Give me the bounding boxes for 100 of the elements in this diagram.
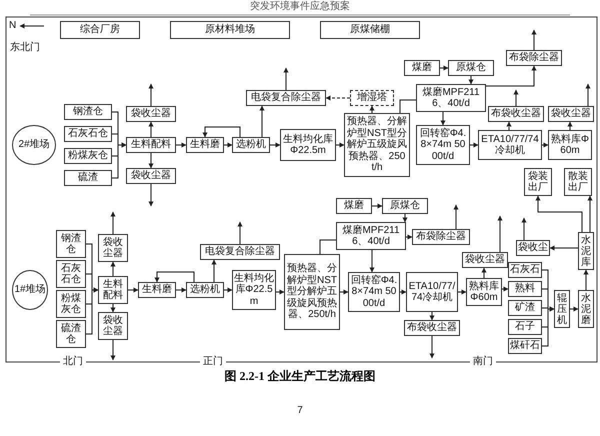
flow-arrow	[202, 126, 240, 138]
flow-line	[400, 100, 416, 114]
flow-arrow	[148, 84, 154, 106]
flow-arrow	[284, 68, 288, 90]
stockpile-ellipse	[12, 125, 56, 165]
flow-arrow	[588, 196, 592, 232]
box-label: 2#堆场	[18, 139, 50, 151]
box-label: 水泥库	[581, 234, 591, 268]
process-box	[578, 290, 594, 328]
box-label: 石灰石仓	[68, 128, 108, 140]
process-box	[488, 106, 544, 122]
box-label: 散装出厂	[567, 170, 589, 194]
process-box	[412, 229, 470, 245]
flow-arrow	[276, 290, 284, 294]
page-number: 7	[296, 405, 304, 417]
flow-arrow	[584, 270, 588, 290]
gate-label: 北门	[60, 356, 86, 368]
box-label: 生料配料	[102, 278, 124, 302]
flow-arrow	[402, 214, 408, 222]
process-box	[554, 290, 570, 328]
gate-label: 正门	[200, 356, 226, 368]
process-box	[506, 50, 562, 66]
process-box	[56, 320, 86, 348]
flow-arrow	[542, 142, 548, 148]
flow-arrow	[110, 262, 116, 276]
box-label: 选粉机	[190, 284, 220, 296]
flow-arrow	[502, 286, 508, 292]
flow-arrow	[224, 142, 232, 148]
box-label: 电袋复合除尘器	[205, 246, 275, 258]
flow-arrow	[148, 152, 154, 168]
box-label: 水泥磨	[581, 292, 591, 326]
north-label: N	[9, 20, 16, 32]
process-box	[186, 137, 224, 153]
process-box	[98, 234, 128, 262]
box-label: 生料配料	[131, 139, 171, 151]
box-label: 预热器、分解炉型NST型分解炉五级旋风预热器、250t/h	[286, 263, 338, 321]
process-box	[98, 276, 128, 304]
process-box	[462, 252, 508, 268]
process-box	[232, 137, 270, 153]
flow-arrow	[110, 340, 116, 360]
process-box	[578, 232, 594, 270]
box-label: 煤磨MPF2116、40t/d	[421, 86, 481, 110]
flow-arrow	[440, 112, 446, 126]
box-label: 煤磨	[412, 62, 432, 74]
process-box	[416, 84, 486, 112]
process-box	[64, 104, 112, 120]
page-header: 突发环境事件应急预案	[249, 1, 351, 13]
box-label: 袋装出厂	[527, 170, 549, 194]
figure-caption: 图 2.2-1 企业生产工艺流程图	[224, 368, 376, 385]
process-box	[126, 106, 176, 122]
process-box	[64, 148, 112, 164]
box-label: 原煤储棚	[350, 24, 390, 36]
box-label: 袋收尘器	[131, 108, 171, 120]
flow-arrow	[176, 142, 186, 148]
flow-arrow	[372, 204, 382, 208]
box-label: 石灰石仓	[60, 262, 82, 286]
flow-arrow	[536, 196, 582, 232]
flow-line	[320, 240, 336, 254]
box-label: 布袋除尘器	[509, 52, 559, 64]
flow-arrow	[148, 184, 154, 206]
box-label: 煤磨MPF2116、40t/d	[341, 224, 401, 248]
process-box	[138, 282, 176, 298]
box-label: 袋收尘器	[551, 108, 591, 120]
flow-arrow	[270, 142, 280, 148]
box-label: 熟料库Φ60m	[468, 280, 500, 304]
box-label: 石子	[515, 321, 535, 333]
box-label: 电袋复合除尘器	[251, 92, 321, 104]
box-label: 增湿塔	[357, 92, 387, 104]
flow-arrow	[514, 90, 518, 106]
box-label: 1#堆场	[14, 284, 46, 296]
flow-arrow	[406, 234, 412, 240]
flow-arrow	[430, 336, 434, 358]
flow-arrow	[468, 76, 474, 84]
flow-arrow	[336, 142, 344, 148]
box-label: ETA10/77/74冷却机	[408, 280, 456, 304]
box-label: 粉煤灰仓	[60, 292, 82, 316]
box-label: 原煤仓	[456, 62, 486, 74]
dashed-process-box	[350, 90, 394, 106]
flow-arrow	[400, 290, 406, 294]
box-label: 回转窑Φ4.8×74m 5000t/d	[418, 128, 468, 162]
process-box	[186, 282, 224, 298]
flow-arrow	[176, 288, 186, 292]
process-box	[404, 320, 460, 336]
flow-arrow	[470, 142, 478, 148]
process-box	[548, 106, 594, 122]
box-label: 布袋收尘器	[407, 322, 457, 334]
process-box	[170, 21, 290, 39]
flow-arrow	[260, 106, 264, 138]
box-label: 钢渣仓	[60, 232, 82, 256]
flow-arrow	[224, 288, 232, 292]
flow-arrow	[568, 122, 572, 130]
box-label: 生料均化库Φ22.5m	[282, 134, 334, 156]
stockpile-ellipse	[12, 270, 48, 310]
process-box	[56, 230, 86, 258]
box-label: 预热器、分解炉型NST型分解炉五级旋风预热器、250t/h	[346, 116, 408, 174]
box-label: 硫渣仓	[60, 322, 82, 346]
box-label: 熟料	[515, 283, 535, 295]
box-label: 生料磨	[190, 139, 220, 151]
flow-arrow	[532, 30, 536, 50]
flow-arrow	[112, 142, 126, 178]
